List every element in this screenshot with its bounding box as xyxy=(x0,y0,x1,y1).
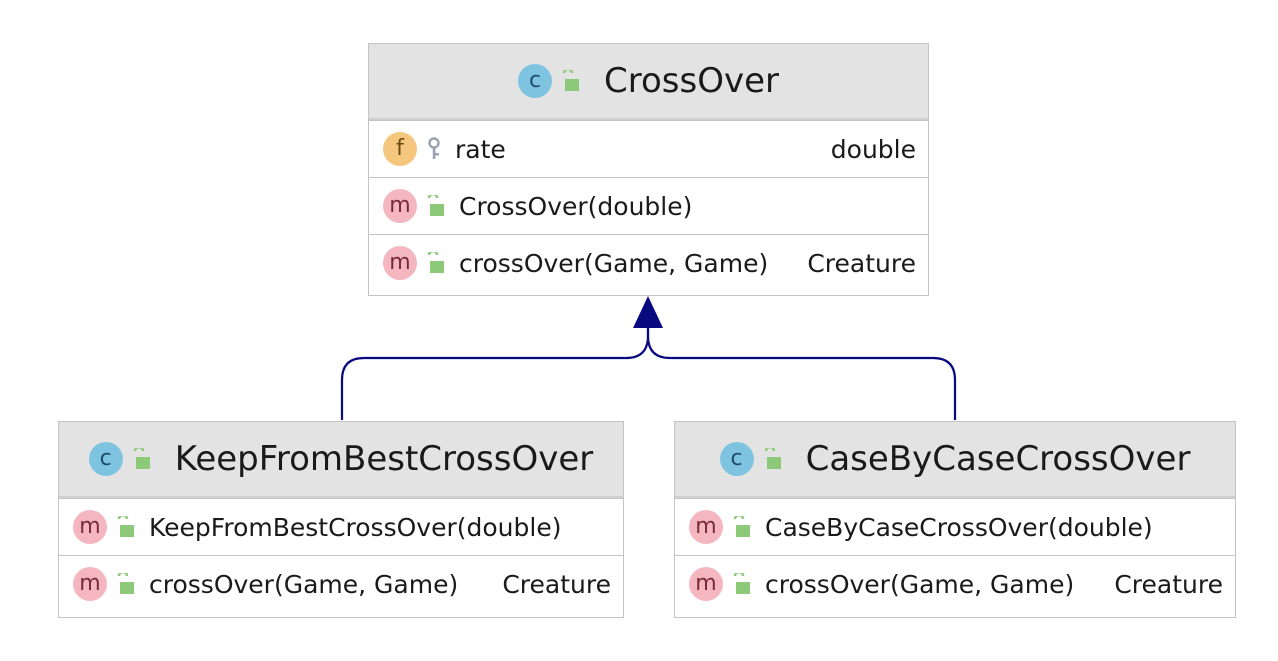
key-icon xyxy=(427,137,441,161)
method-signature: KeepFromBestCrossOver(double) xyxy=(149,512,562,542)
public-lock-icon xyxy=(427,249,445,274)
class-name: CaseByCaseCrossOver xyxy=(805,439,1191,479)
method-return-type: Creature xyxy=(807,248,916,278)
inheritance-arrowhead xyxy=(633,296,663,328)
edge-keepfrombest-to-crossover xyxy=(340,328,650,420)
method-row[interactable]: m crossOver(Game, Game) Creature xyxy=(675,555,1235,612)
class-header: c KeepFromBestCrossOver xyxy=(59,422,623,498)
method-signature: crossOver(Game, Game) xyxy=(765,569,1075,599)
class-keepfrombestcrossover[interactable]: c KeepFromBestCrossOver m KeepFromBestCr… xyxy=(58,421,624,618)
method-row[interactable]: m CaseByCaseCrossOver(double) xyxy=(675,498,1235,555)
method-icon: m xyxy=(689,567,723,601)
class-name: CrossOver xyxy=(604,61,779,101)
method-icon: m xyxy=(689,510,723,544)
class-icon: c xyxy=(518,64,552,98)
field-row[interactable]: f rate double xyxy=(369,120,928,177)
field-type: double xyxy=(830,134,916,164)
method-return-type: Creature xyxy=(502,569,611,599)
method-icon: m xyxy=(383,246,417,280)
method-row[interactable]: m crossOver(Game, Game) Creature xyxy=(369,234,928,291)
method-signature: CrossOver(double) xyxy=(459,191,693,221)
public-lock-icon xyxy=(117,570,135,595)
class-icon: c xyxy=(88,442,123,476)
public-lock-icon xyxy=(117,513,135,538)
public-lock-icon xyxy=(733,570,751,595)
class-header: c CrossOver xyxy=(369,44,928,120)
field-name: rate xyxy=(455,134,506,164)
edge-casebycase-to-crossover xyxy=(646,328,957,420)
method-icon: m xyxy=(73,510,107,544)
method-icon: m xyxy=(73,567,107,601)
public-lock-icon xyxy=(133,445,151,470)
public-lock-icon xyxy=(764,445,782,470)
method-signature: CaseByCaseCrossOver(double) xyxy=(765,512,1153,542)
public-lock-icon xyxy=(733,513,751,538)
class-icon: c xyxy=(719,442,754,476)
field-icon: f xyxy=(383,132,417,166)
class-crossover[interactable]: c CrossOver f rate double m CrossOver(do… xyxy=(368,43,929,296)
public-lock-icon xyxy=(562,67,580,92)
method-row[interactable]: m KeepFromBestCrossOver(double) xyxy=(59,498,623,555)
method-row[interactable]: m crossOver(Game, Game) Creature xyxy=(59,555,623,612)
class-name: KeepFromBestCrossOver xyxy=(174,439,594,479)
method-signature: crossOver(Game, Game) xyxy=(459,248,769,278)
class-header: c CaseByCaseCrossOver xyxy=(675,422,1235,498)
class-casebycasecrossover[interactable]: c CaseByCaseCrossOver m CaseByCaseCrossO… xyxy=(674,421,1236,618)
method-return-type: Creature xyxy=(1114,569,1223,599)
method-signature: crossOver(Game, Game) xyxy=(149,569,459,599)
method-icon: m xyxy=(383,189,417,223)
method-row[interactable]: m CrossOver(double) xyxy=(369,177,928,234)
public-lock-icon xyxy=(427,192,445,217)
